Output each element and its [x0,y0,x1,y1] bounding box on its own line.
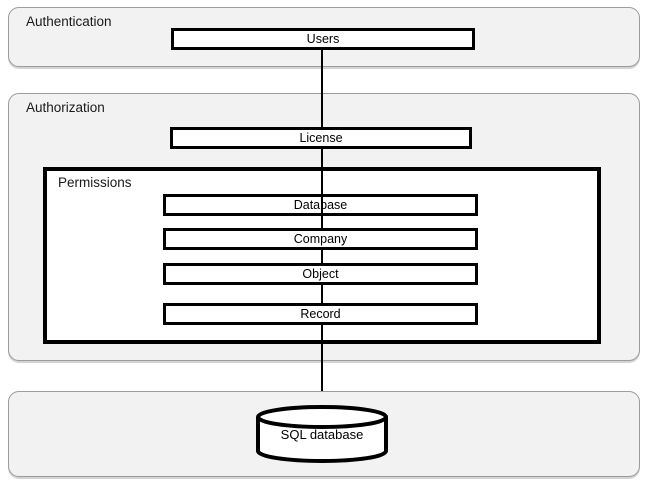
node-license: License [170,127,472,149]
node-users: Users [171,28,475,50]
authentication-group: Authentication [8,7,640,67]
permissions-group-label: Permissions [58,175,132,190]
node-database-label: Database [294,199,348,212]
node-record-label: Record [300,306,341,321]
node-users-label: Users [306,31,340,46]
node-company: Company [163,228,478,250]
node-license-label: License [299,130,343,145]
sql-database-label: SQL database [280,427,364,442]
authentication-group-label: Authentication [26,14,112,29]
node-object: Object [163,263,478,285]
cylinder-body [256,417,388,463]
database-cylinder-icon [256,405,388,463]
authorization-group-label: Authorization [26,100,105,115]
node-company-label: Company [293,231,348,246]
node-record: Record [163,303,478,325]
node-object-label: Object [302,266,339,281]
connector-line [320,50,323,391]
connector-line-overlay [320,193,323,219]
cylinder-top [256,405,388,429]
